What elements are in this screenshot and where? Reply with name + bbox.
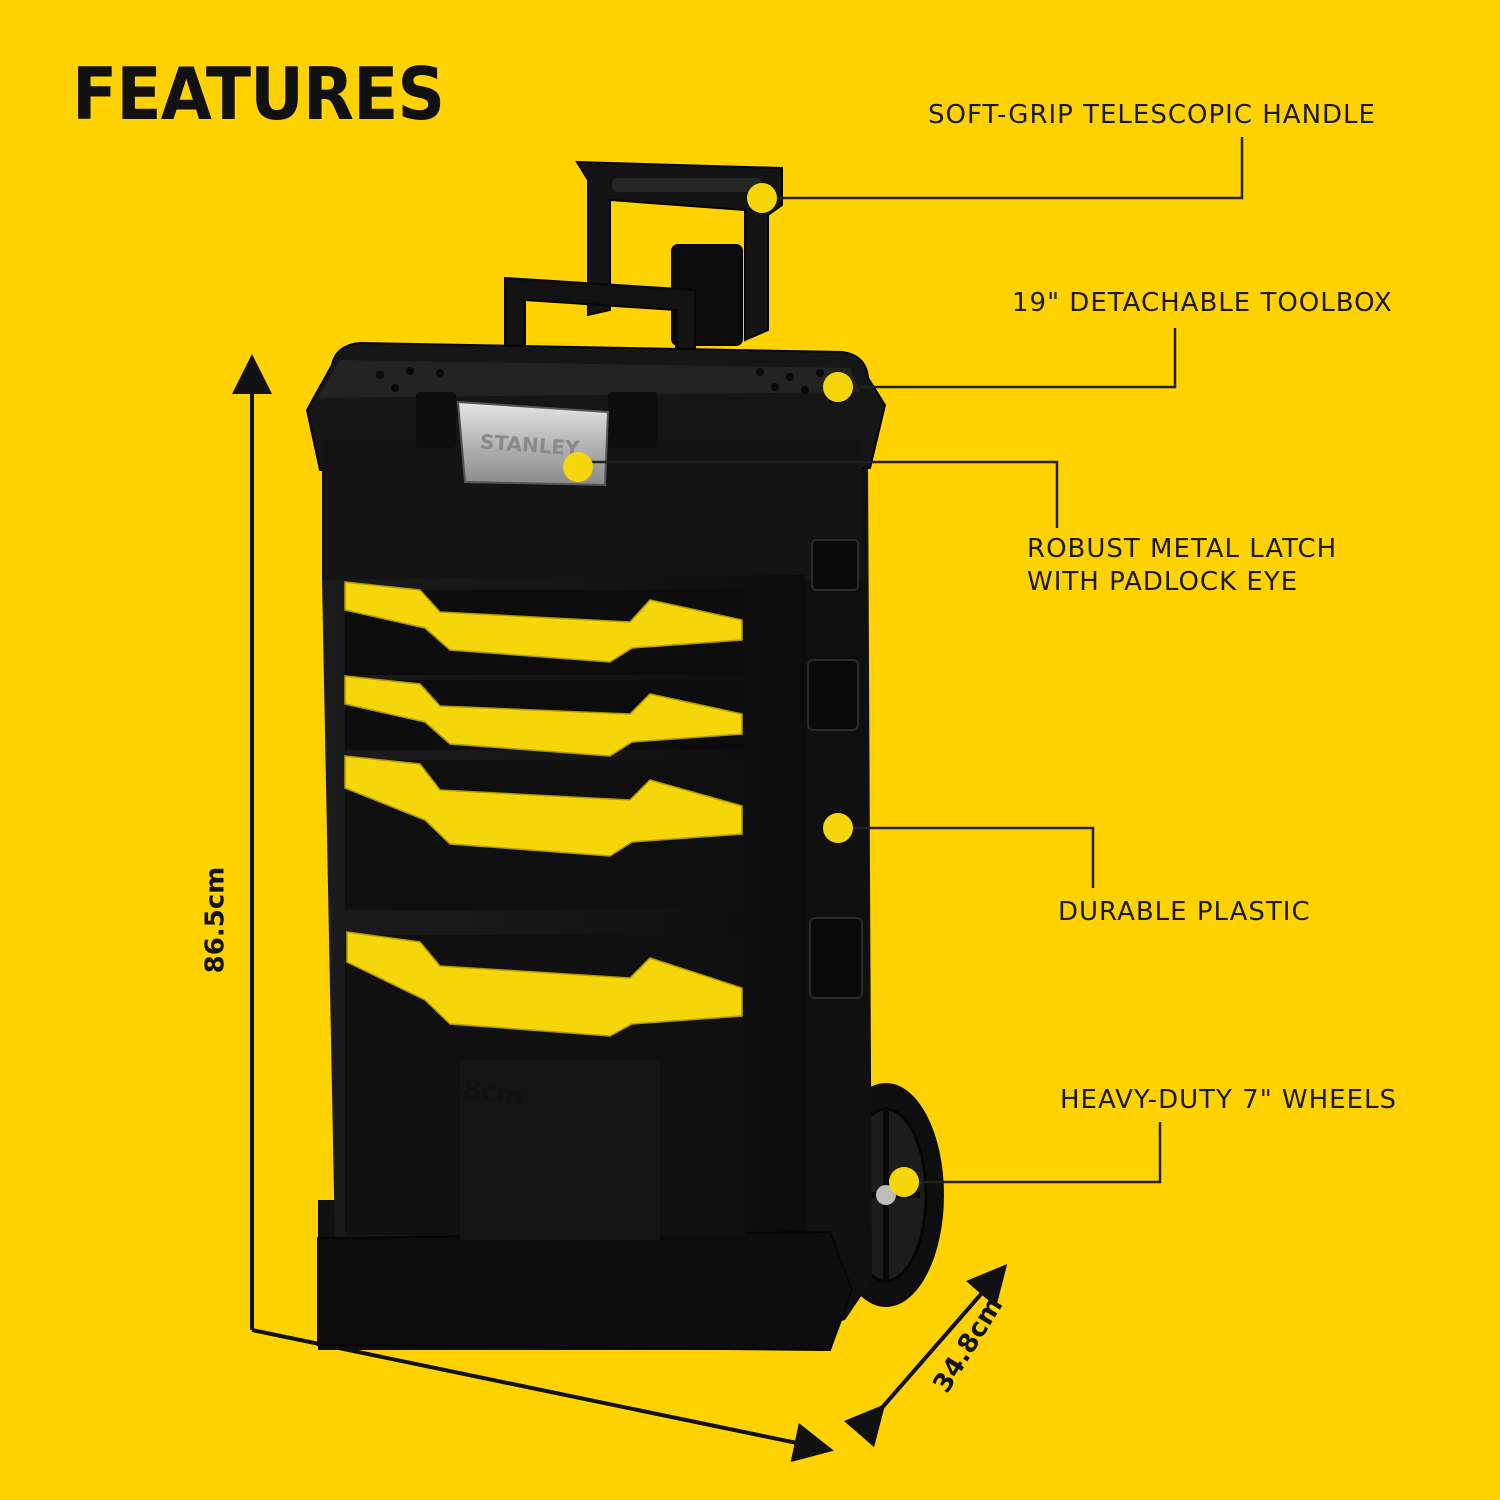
wheels-callout-line bbox=[904, 1122, 1162, 1184]
latch-callout-dot bbox=[563, 452, 593, 482]
latch-callout-line bbox=[578, 460, 1059, 528]
drawer-3 bbox=[344, 755, 745, 910]
feature-label-wheels: HEAVY-DUTY 7" WHEELS bbox=[1060, 1085, 1398, 1115]
feature-label-latch-line1: ROBUST METAL LATCH bbox=[1027, 534, 1338, 564]
side-clips bbox=[807, 539, 863, 999]
feature-label-handle: SOFT-GRIP TELESCOPIC HANDLE bbox=[928, 100, 1376, 130]
callout-dots bbox=[563, 183, 919, 1197]
metal-latch: STANLEY bbox=[416, 392, 658, 487]
handle-callout-line bbox=[762, 137, 1244, 200]
feature-label-toolbox: 19" DETACHABLE TOOLBOX bbox=[1012, 288, 1393, 318]
drawer-4 bbox=[345, 931, 745, 1240]
depth-arrow-a bbox=[940, 570, 1002, 630]
toolbox-callout-line bbox=[838, 328, 1177, 389]
drawer-1 bbox=[344, 581, 745, 675]
height-dimension-label: 86.5cm bbox=[200, 866, 231, 974]
depth-arrow bbox=[843, 1263, 1008, 1448]
feature-label-latch-line2: WITH PADLOCK EYE bbox=[1027, 567, 1299, 597]
handle-callout-dot bbox=[747, 183, 777, 213]
drawer-2 bbox=[344, 675, 745, 757]
callout-lines bbox=[578, 137, 1244, 1184]
plastic-callout-line bbox=[838, 826, 1095, 888]
wheels-callout-dot bbox=[889, 1167, 919, 1197]
plastic-callout-dot bbox=[823, 813, 853, 843]
page-heading: FEATURES bbox=[72, 52, 445, 136]
feature-label-plastic: DURABLE PLASTIC bbox=[1058, 897, 1311, 927]
toolbox-callout-dot bbox=[823, 372, 853, 402]
